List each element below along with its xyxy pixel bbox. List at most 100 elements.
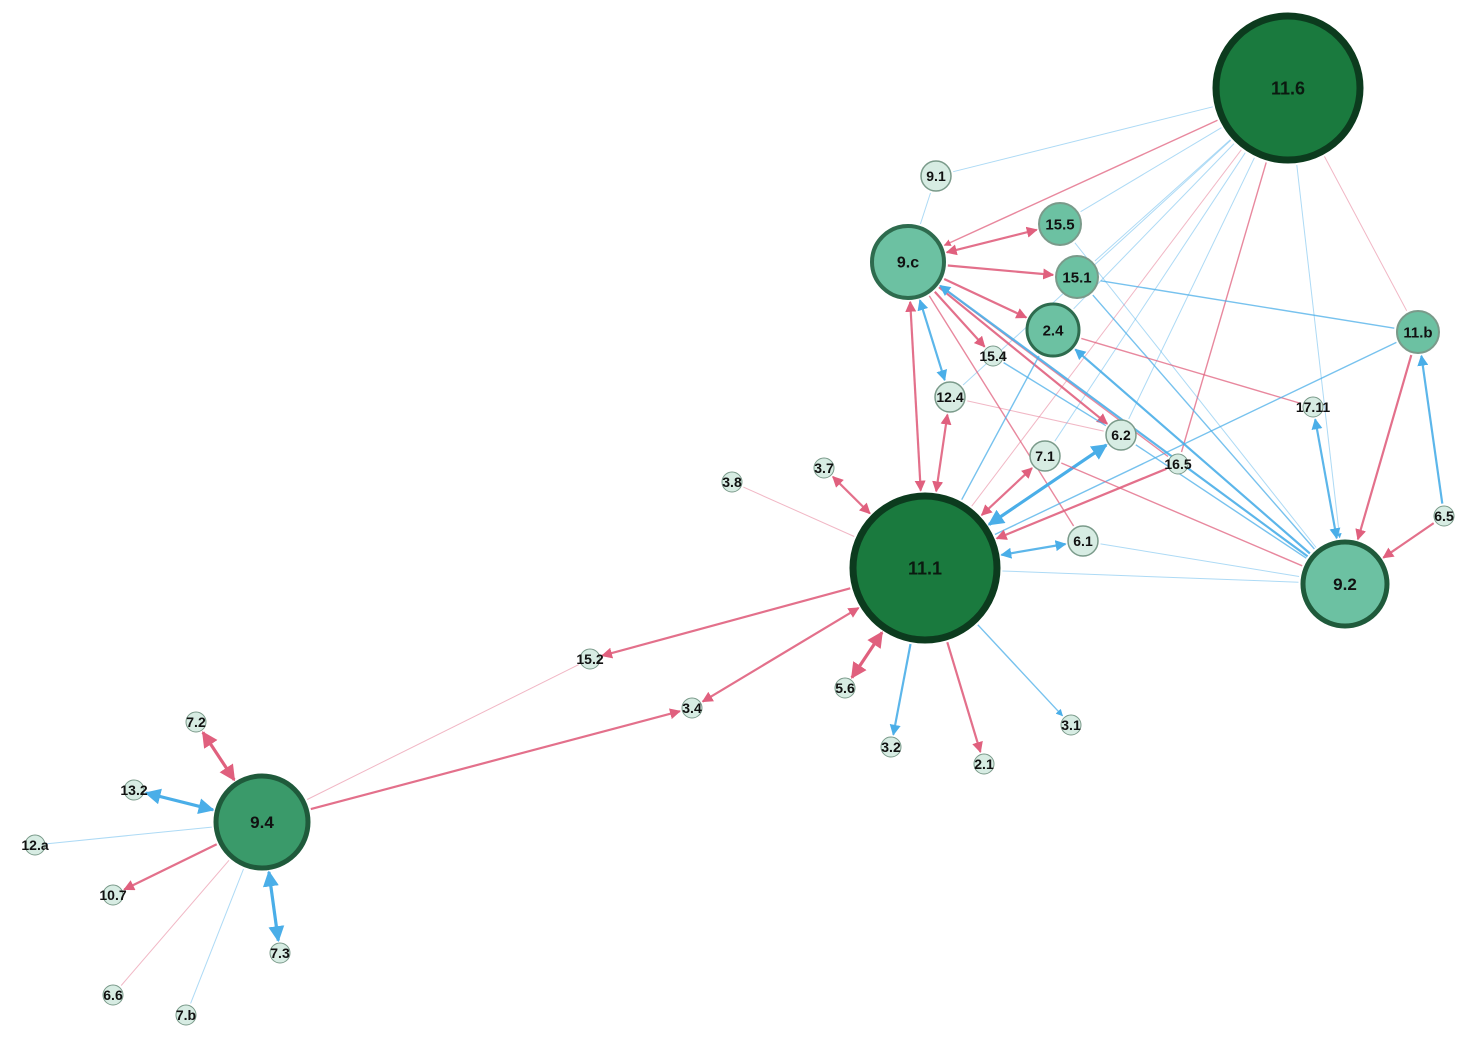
edge-15.1-11.b <box>1100 280 1395 329</box>
node-label: 7.b <box>176 1007 196 1023</box>
node-label: 3.2 <box>881 739 901 755</box>
node-7.1[interactable]: 7.1 <box>1029 440 1061 472</box>
node-circle <box>870 224 946 300</box>
node-9.2[interactable]: 9.2 <box>1300 539 1390 629</box>
node-16.5[interactable]: 16.5 <box>1164 453 1192 475</box>
node-10.7[interactable]: 10.7 <box>99 884 127 906</box>
node-label: 5.6 <box>835 680 855 696</box>
edge-3.7-11.1 <box>832 476 871 515</box>
node-15.1[interactable]: 15.1 <box>1055 255 1099 299</box>
node-12.a[interactable]: 12.a <box>21 834 49 856</box>
node-circle <box>880 736 902 758</box>
node-circle <box>1067 525 1099 557</box>
node-circle <box>123 779 145 801</box>
edge-11.6-9.2 <box>1296 164 1342 539</box>
edge-11.1-2.1 <box>946 641 983 754</box>
edge-9.c-12.4 <box>917 299 948 382</box>
node-3.8[interactable]: 3.8 <box>721 471 743 493</box>
node-circle <box>102 884 124 906</box>
node-17.11[interactable]: 17.11 <box>1296 396 1330 418</box>
node-label: 9.c <box>897 255 919 272</box>
node-7.2[interactable]: 7.2 <box>185 711 207 733</box>
edge-9.4-7.3 <box>262 870 285 943</box>
node-label: 12.4 <box>936 389 963 405</box>
node-label: 3.1 <box>1061 717 1081 733</box>
node-5.6[interactable]: 5.6 <box>834 677 856 699</box>
node-label: 3.8 <box>722 474 742 490</box>
node-15.2[interactable]: 15.2 <box>576 648 604 670</box>
node-11.6[interactable]: 11.6 <box>1212 12 1364 164</box>
node-label: 15.2 <box>576 651 603 667</box>
node-11.b[interactable]: 11.b <box>1396 310 1440 354</box>
node-2.1[interactable]: 2.1 <box>973 753 995 775</box>
node-9.4[interactable]: 9.4 <box>213 773 311 871</box>
node-12.4[interactable]: 12.4 <box>934 381 966 413</box>
node-3.4[interactable]: 3.4 <box>681 697 703 719</box>
node-label: 3.4 <box>682 700 702 716</box>
node-circle <box>849 492 1001 644</box>
node-label: 11.1 <box>908 558 942 578</box>
edge-11.6-11.1 <box>971 149 1242 507</box>
edge-11.1-5.6 <box>850 631 884 679</box>
edge-6.5-9.2 <box>1382 522 1435 559</box>
node-3.7[interactable]: 3.7 <box>813 457 835 479</box>
edge-6.1-11.1 <box>1000 540 1067 559</box>
node-circle <box>185 711 207 733</box>
node-13.2[interactable]: 13.2 <box>120 779 148 801</box>
node-circle <box>681 697 703 719</box>
node-7.3[interactable]: 7.3 <box>269 942 291 964</box>
node-circle <box>24 834 46 856</box>
edge-9.4-7.b <box>190 868 244 1004</box>
node-2.4[interactable]: 2.4 <box>1025 302 1081 358</box>
node-label: 15.4 <box>979 348 1006 364</box>
edge-9.4-10.7 <box>123 843 218 891</box>
node-15.4[interactable]: 15.4 <box>979 345 1007 367</box>
node-6.5[interactable]: 6.5 <box>1433 505 1455 527</box>
node-circle <box>102 984 124 1006</box>
node-label: 6.1 <box>1073 533 1093 549</box>
node-label: 15.1 <box>1062 269 1091 286</box>
node-label: 13.2 <box>120 782 147 798</box>
node-circle <box>1105 419 1137 451</box>
node-circle <box>1025 302 1081 358</box>
node-circle <box>1167 453 1189 475</box>
edge-2.4-11.1 <box>961 355 1040 501</box>
node-6.6[interactable]: 6.6 <box>102 984 124 1006</box>
node-3.1[interactable]: 3.1 <box>1060 714 1082 736</box>
edge-11.6-9.c <box>943 119 1218 246</box>
node-9.c[interactable]: 9.c <box>870 224 946 300</box>
node-3.2[interactable]: 3.2 <box>880 736 902 758</box>
node-label: 6.2 <box>1111 427 1131 443</box>
edge-9.1-9.c <box>919 192 931 225</box>
edge-11.6-15.1 <box>1094 139 1231 262</box>
edge-9.4-7.2 <box>201 731 236 782</box>
edge-9.2-6.1 <box>1100 543 1300 577</box>
edge-9.c-2.4 <box>943 278 1028 319</box>
edge-6.5-11.b <box>1417 354 1444 504</box>
edge-11.1-3.2 <box>889 643 912 736</box>
edge-9.4-3.4 <box>310 708 681 811</box>
edge-9.c-6.2 <box>938 286 1109 425</box>
node-label: 10.7 <box>99 887 126 903</box>
edge-15.4-6.2 <box>1003 362 1107 427</box>
edge-15.1-9.2 <box>1092 294 1315 550</box>
edge-7.1-9.2 <box>1061 462 1303 567</box>
edge-7.1-11.1 <box>980 467 1033 516</box>
edge-2.4-17.11 <box>1081 337 1302 405</box>
node-label: 7.1 <box>1035 448 1055 464</box>
node-label: 6.6 <box>103 987 123 1003</box>
node-7.b[interactable]: 7.b <box>175 1004 197 1026</box>
node-6.1[interactable]: 6.1 <box>1067 525 1099 557</box>
node-label: 7.3 <box>270 945 290 961</box>
edge-11.6-15.5 <box>1080 127 1222 213</box>
node-layer: 11.6 11.1 9.4 9.2 9.c 2.4 15.5 15.1 11.b 9.1 6.2 12… <box>21 12 1455 1026</box>
edge-11.1-15.2 <box>601 587 851 659</box>
node-6.2[interactable]: 6.2 <box>1105 419 1137 451</box>
node-label: 17.11 <box>1296 399 1330 415</box>
node-15.5[interactable]: 15.5 <box>1038 202 1082 246</box>
edge-9.c-15.5 <box>945 226 1038 256</box>
node-9.1[interactable]: 9.1 <box>920 160 952 192</box>
edge-9.4-15.2 <box>306 664 580 800</box>
node-label: 16.5 <box>1164 456 1191 472</box>
node-11.1[interactable]: 11.1 <box>849 492 1001 644</box>
